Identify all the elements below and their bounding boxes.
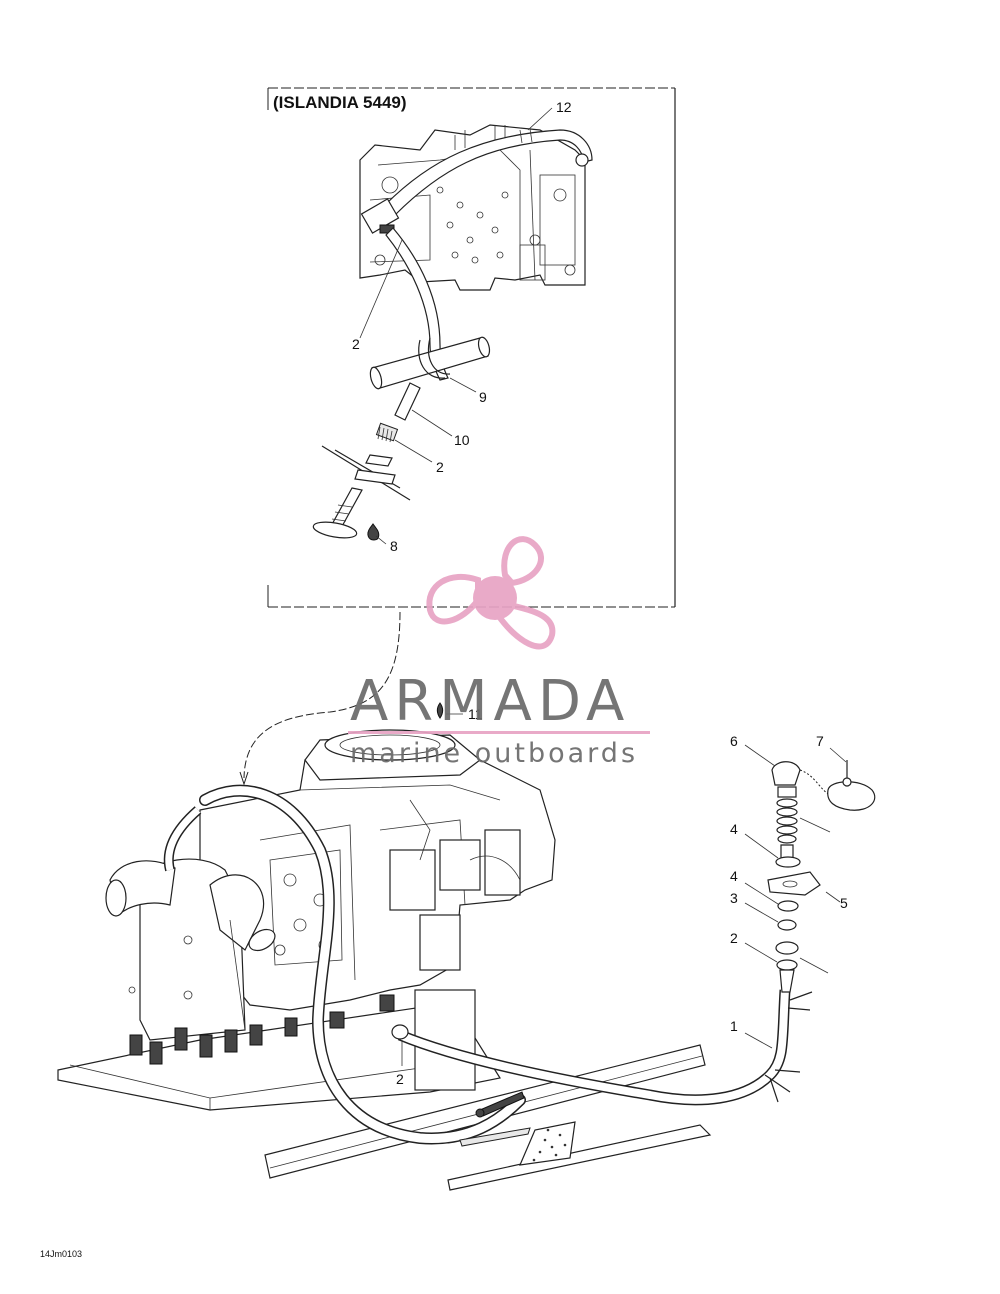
- watermark-brand: ARMADA: [350, 669, 630, 734]
- callout-inset-9: 9: [479, 389, 487, 405]
- callout-2-hose: 2: [396, 1071, 404, 1087]
- callout-inset-12: 12: [556, 99, 572, 115]
- watermark-tagline: marine outboards: [350, 738, 638, 769]
- callout-inset-10: 10: [454, 432, 470, 448]
- callout-inset-2: 2: [352, 336, 360, 352]
- inset-hose-down: [385, 227, 449, 381]
- inset-crossbar: [369, 336, 491, 390]
- engine-hose-loop: [163, 784, 526, 1145]
- callout-inset-8: 8: [390, 538, 398, 554]
- callout-2: 2: [730, 930, 738, 946]
- fuel-line: [391, 989, 813, 1106]
- hull-support: [447, 1121, 712, 1191]
- callout-3: 3: [730, 890, 738, 906]
- callout-6: 6: [730, 733, 738, 749]
- watermark: ARMADA marine outboards: [348, 536, 650, 769]
- callout-5: 5: [840, 895, 848, 911]
- stand-screw: [475, 1091, 525, 1118]
- callout-11: 11: [468, 706, 483, 722]
- engine-elbow: [105, 858, 276, 1041]
- engine-bolts: [129, 994, 395, 1065]
- filler-cap-assembly: [771, 760, 876, 859]
- propeller-icon: [426, 536, 556, 650]
- inset-to-main-arrow: [243, 611, 401, 779]
- inset-engine-block: [359, 124, 586, 291]
- callout-7: 7: [816, 733, 824, 749]
- inset-title: (ISLANDIA 5449): [273, 93, 407, 112]
- callout-inset-2-lower: 2: [436, 459, 444, 475]
- main-leaders: [401, 702, 847, 1066]
- filler-washers: [767, 856, 821, 993]
- engine-body: [199, 729, 556, 1011]
- drawing-code: 14Jm0103: [40, 1249, 82, 1259]
- inset-drain-assembly: [312, 382, 421, 541]
- callout-1: 1: [730, 1018, 738, 1034]
- inset-hose-12: [384, 128, 593, 216]
- callout-4-lower: 4: [730, 868, 738, 884]
- inset-leaders: [359, 107, 553, 545]
- callout-4: 4: [730, 821, 738, 837]
